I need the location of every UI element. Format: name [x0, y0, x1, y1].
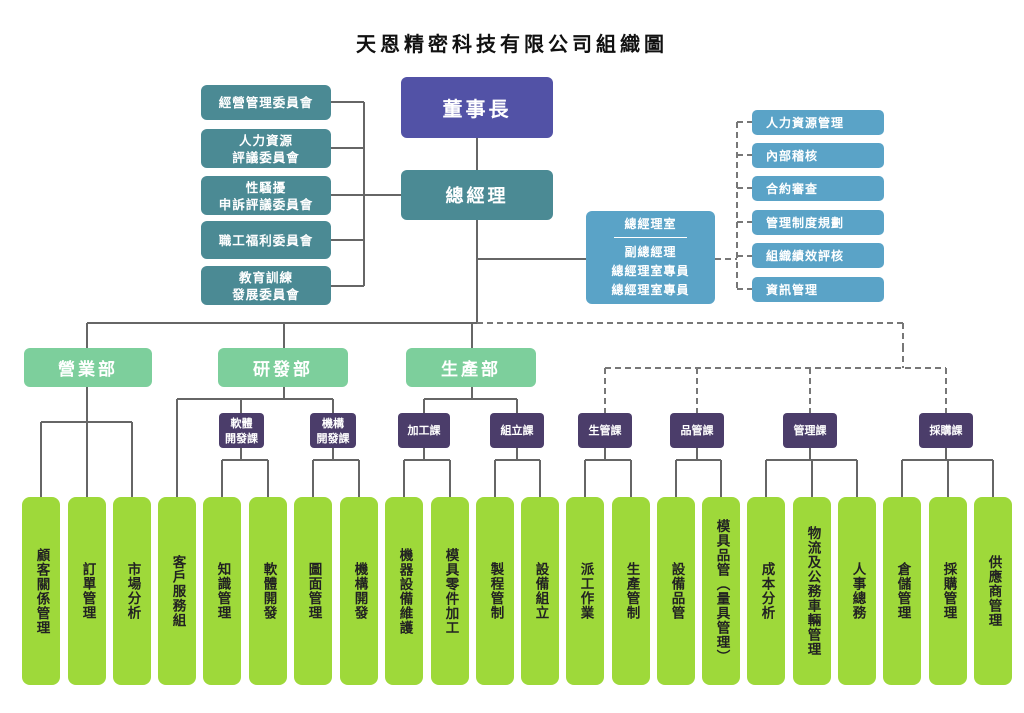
page-title: 天恩精密科技有限公司組織圖 — [356, 32, 668, 56]
section-box: 加工課 — [398, 413, 450, 448]
gm-office-box: 總經理室 副總經理 總經理室專員 總經理室專員 — [586, 211, 715, 304]
function-box: 機構開發 — [340, 497, 378, 685]
gm-office-member: 總經理室專員 — [611, 283, 690, 297]
function-box: 供應商管理 — [974, 497, 1012, 685]
section-box: 軟體 開發課 — [219, 413, 264, 448]
function-box: 模具品管︵量具管理︶ — [702, 497, 740, 685]
function-box: 成本分析 — [747, 497, 785, 685]
committee-box: 經營管理委員會 — [201, 85, 331, 120]
function-box: 設備品管 — [657, 497, 695, 685]
function-box: 圖面管理 — [294, 497, 332, 685]
function-box: 軟體開發 — [249, 497, 287, 685]
gm-office-member: 副總經理 — [624, 245, 677, 259]
staff-unit-box: 合約審查 — [752, 176, 884, 201]
staff-unit-box: 內部稽核 — [752, 143, 884, 168]
function-box: 採購管理 — [929, 497, 967, 685]
committee-box: 性騷擾 申訴評議委員會 — [201, 176, 331, 215]
function-box: 客戶服務組 — [158, 497, 196, 685]
section-box: 組立課 — [490, 413, 544, 448]
chairman-box: 董事長 — [401, 77, 553, 138]
committee-box: 職工福利委員會 — [201, 221, 331, 259]
gm-office-title: 總經理室 — [614, 215, 687, 238]
department-box: 營業部 — [24, 348, 152, 387]
function-box: 製程管制 — [476, 497, 514, 685]
function-box: 物流及公務車輛管理 — [793, 497, 831, 685]
staff-unit-box: 人力資源管理 — [752, 110, 884, 135]
section-box: 採購課 — [919, 413, 973, 448]
function-box: 知識管理 — [203, 497, 241, 685]
function-box: 模具零件加工 — [431, 497, 469, 685]
function-box: 顧客關係管理 — [22, 497, 60, 685]
general-manager-box: 總經理 — [401, 170, 553, 220]
section-box: 生管課 — [578, 413, 632, 448]
department-box: 生產部 — [406, 348, 536, 387]
staff-unit-box: 管理制度規劃 — [752, 210, 884, 235]
section-box: 機構 開發課 — [310, 413, 356, 448]
function-box: 倉儲管理 — [883, 497, 921, 685]
committee-box: 人力資源 評議委員會 — [201, 129, 331, 168]
section-box: 管理課 — [783, 413, 837, 448]
function-box: 市場分析 — [113, 497, 151, 685]
committee-box: 教育訓練 發展委員會 — [201, 266, 331, 305]
function-box: 設備組立 — [521, 497, 559, 685]
staff-unit-box: 資訊管理 — [752, 277, 884, 302]
gm-office-member: 總經理室專員 — [611, 264, 690, 278]
function-box: 訂單管理 — [68, 497, 106, 685]
staff-unit-box: 組織績效評核 — [752, 243, 884, 268]
section-box: 品管課 — [670, 413, 724, 448]
function-box: 生產管制 — [612, 497, 650, 685]
function-box: 派工作業 — [566, 497, 604, 685]
department-box: 研發部 — [218, 348, 348, 387]
function-box: 機器設備維護 — [385, 497, 423, 685]
function-box: 人事總務 — [838, 497, 876, 685]
